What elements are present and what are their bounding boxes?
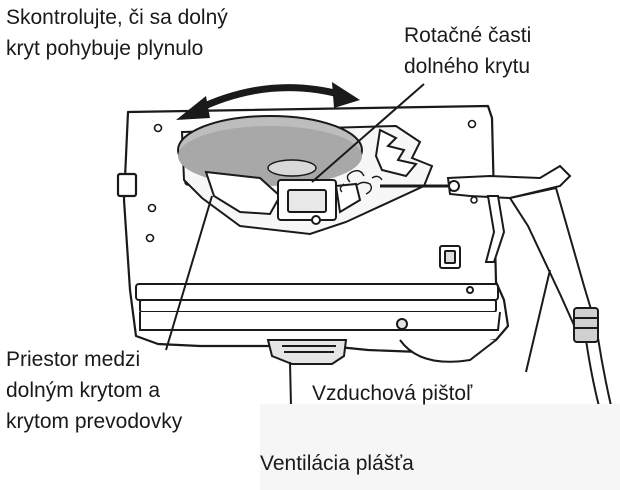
label-housing-vent: Ventilácia plášťa: [260, 448, 414, 479]
label-gap-space-line1: Priestor medzi: [6, 344, 182, 375]
label-air-gun-text: Vzduchová pištoľ: [312, 378, 472, 409]
leader-air-gun: [526, 270, 550, 372]
label-rotating-parts-line1: Rotačné časti: [404, 20, 531, 51]
label-gap-space-line2: dolným krytom a: [6, 375, 182, 406]
motor-bump: [400, 340, 496, 362]
label-housing-vent-text: Ventilácia plášťa: [260, 448, 414, 479]
label-check-guard: Skontrolujte, či sa dolný kryt pohybuje …: [6, 2, 228, 64]
switch-box: [440, 246, 460, 268]
label-check-guard-line2: kryt pohybuje plynulo: [6, 33, 228, 64]
label-check-guard-line1: Skontrolujte, či sa dolný: [6, 2, 228, 33]
label-gap-space-line3: krytom prevodovky: [6, 406, 182, 437]
label-rotating-parts-line2: dolného krytu: [404, 51, 531, 82]
label-gap-space: Priestor medzi dolným krytom a krytom pr…: [6, 344, 182, 437]
label-rotating-parts: Rotačné časti dolného krytu: [404, 20, 531, 82]
housing-vent-part: [268, 340, 346, 364]
base-plate: [136, 284, 500, 330]
label-air-gun: Vzduchová pištoľ: [312, 378, 472, 409]
